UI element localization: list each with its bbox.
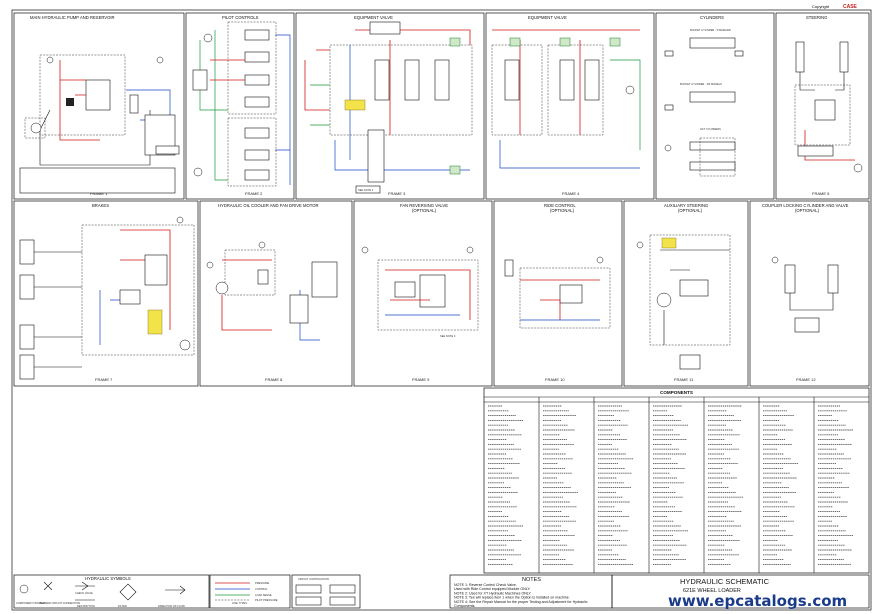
frame-8-oil-cooler: HYDRAULIC OIL COOLER AND FAN DRIVE MOTOR…: [199, 200, 353, 387]
svg-text:SEE NOTE 3: SEE NOTE 3: [440, 334, 456, 338]
svg-text:CIRCUIT CONTINUATION: CIRCUIT CONTINUATION: [298, 577, 329, 581]
svg-text:FRAME 2: FRAME 2: [245, 191, 263, 196]
svg-text:MAIN HYDRAULIC PUMP AND RESERV: MAIN HYDRAULIC PUMP AND RESERVOIR: [30, 15, 115, 20]
svg-text:COMPONENTS: COMPONENTS: [660, 390, 693, 395]
svg-text:(OPTIONAL): (OPTIONAL): [795, 208, 820, 213]
svg-text:RIDE CONTROL: RIDE CONTROL: [544, 203, 576, 208]
svg-text:FRAME 3: FRAME 3: [388, 191, 406, 196]
note-line: NOTE 3: Tee will replace item 1 when the…: [454, 596, 570, 600]
frame-2-pilot-controls: PILOT CONTROLS FRAME 2: [185, 12, 295, 200]
svg-text:FRAME 10: FRAME 10: [545, 377, 565, 382]
svg-text:AUXILIARY STEERING: AUXILIARY STEERING: [664, 203, 708, 208]
hydraulic-symbols-legend: HYDRAULIC SYMBOLS COMPONENT NUMBER SHARE…: [13, 574, 210, 609]
svg-text:FRAME 9: FRAME 9: [412, 377, 430, 382]
svg-text:HYDRAULIC OIL COOLER AND FAN D: HYDRAULIC OIL COOLER AND FAN DRIVE MOTOR: [218, 203, 319, 208]
svg-text:HYDRAULIC SYMBOLS: HYDRAULIC SYMBOLS: [85, 576, 131, 581]
frame-cylinders: CYLINDERS BUCKET CYLINDER - STANDARD BUC…: [655, 12, 775, 200]
note-line: Components.: [454, 604, 475, 608]
frame-6-7-brakes: BRAKES FRAME 7: [13, 200, 199, 387]
svg-text:CYLINDERS: CYLINDERS: [700, 15, 724, 20]
svg-text:(OPTIONAL): (OPTIONAL): [412, 208, 437, 213]
frame-1-main-pump: MAIN HYDRAULIC PUMP AND RESERVOIR FRAME …: [13, 12, 185, 200]
note-line: NOTE 4: See the Repair Manual for the pr…: [454, 600, 588, 604]
svg-text:NOTES: NOTES: [522, 577, 541, 583]
svg-text:FRAME 8: FRAME 8: [265, 377, 283, 382]
svg-text:BUCKET CYLINDER - XR MODELS: BUCKET CYLINDER - XR MODELS: [680, 82, 722, 86]
case-logo: CASE: [843, 4, 858, 10]
frame-11-aux-steering: AUXILIARY STEERING (OPTIONAL) FRAME 11: [623, 200, 749, 387]
notes-block: NOTES NOTE 1: Reverse Control Check Valv…: [449, 574, 613, 609]
copyright-label: Copyright: [812, 4, 830, 9]
components-table: COMPONENTS: [483, 387, 870, 574]
svg-text:STEERING: STEERING: [806, 15, 827, 20]
svg-text:HYDRAULIC SCHEMATIC: HYDRAULIC SCHEMATIC: [680, 577, 770, 586]
svg-text:LOAD SENSE: LOAD SENSE: [255, 593, 272, 597]
svg-text:PRESSURE: PRESSURE: [255, 581, 270, 585]
svg-text:SEE NOTE 1: SEE NOTE 1: [358, 188, 374, 192]
svg-text:FRAME 5: FRAME 5: [812, 191, 830, 196]
frame-4-equipment-valve: EQUIPMENT VALVE FRAME 4: [485, 12, 655, 200]
svg-text:(OPTIONAL): (OPTIONAL): [678, 208, 703, 213]
svg-text:(OPTIONAL): (OPTIONAL): [550, 208, 575, 213]
note-line: NOTE 2: Used for XT Hydraulic Machines O…: [454, 591, 532, 595]
frame-9-fan-reversing: FAN REVERSING VALVE (OPTIONAL) FRAME 9 S…: [353, 200, 493, 387]
circuit-continuation-legend: CIRCUIT CONTINUATION: [291, 574, 361, 609]
svg-text:FRAME 11: FRAME 11: [674, 377, 694, 382]
svg-text:SHARED CIRCUIT CONNECTION: SHARED CIRCUIT CONNECTION: [40, 601, 80, 605]
svg-text:CONTROL: CONTROL: [255, 587, 268, 591]
svg-text:BRAKES: BRAKES: [92, 203, 109, 208]
frame-5-steering: STEERING FRAME 5: [775, 12, 870, 200]
svg-text:FAN REVERSING VALVE: FAN REVERSING VALVE: [400, 203, 448, 208]
note-line: Used with Ride Control equipped Module O…: [454, 587, 530, 591]
svg-text:LINE TYPES: LINE TYPES: [232, 601, 247, 605]
sheet-border: [11, 9, 872, 611]
line-types-legend: LINE TYPES PRESSURE CONTROL LOAD SENSE P…: [209, 574, 291, 609]
svg-text:EQUIPMENT VALVE: EQUIPMENT VALVE: [354, 15, 393, 20]
svg-text:EQUIPMENT VALVE: EQUIPMENT VALVE: [528, 15, 567, 20]
svg-text:LIFT CYLINDERS: LIFT CYLINDERS: [700, 127, 721, 131]
svg-text:FILTER: FILTER: [118, 604, 127, 608]
svg-text:BUCKET CYLINDER - STANDARD: BUCKET CYLINDER - STANDARD: [690, 28, 731, 32]
svg-text:FRAME 12: FRAME 12: [796, 377, 816, 382]
title-block: HYDRAULIC SCHEMATIC 621E WHEEL LOADER: [611, 574, 870, 609]
svg-text:621E WHEEL LOADER: 621E WHEEL LOADER: [683, 588, 741, 594]
svg-text:PILOT CONTROLS: PILOT CONTROLS: [222, 15, 259, 20]
watermark-text: www.epcatalogs.com: [668, 592, 847, 610]
svg-text:DIRECTION OF FLOW: DIRECTION OF FLOW: [158, 604, 185, 608]
svg-text:RESTRICTION: RESTRICTION: [77, 604, 95, 608]
svg-text:CHECK VALVE: CHECK VALVE: [75, 591, 93, 595]
svg-text:COMPONENT NUMBER: COMPONENT NUMBER: [16, 601, 45, 605]
svg-text:COUPLER LOCKING CYLINDER AND V: COUPLER LOCKING CYLINDER AND VALVE: [762, 203, 849, 208]
frame-10-ride-control: RIDE CONTROL (OPTIONAL) FRAME 10: [493, 200, 623, 387]
frame-3-equipment-valve: EQUIPMENT VALVE FRAME 3 SEE NOTE 1: [295, 12, 485, 200]
note-line: NOTE 1: Reverse Control Check Valve.: [454, 583, 517, 587]
svg-text:FRAME 7: FRAME 7: [95, 377, 113, 382]
svg-text:PILOT PRESSURE: PILOT PRESSURE: [255, 598, 278, 602]
svg-text:FRAME 1: FRAME 1: [90, 191, 108, 196]
svg-text:FRAME 4: FRAME 4: [562, 191, 580, 196]
frame-12-coupler: COUPLER LOCKING CYLINDER AND VALVE (OPTI…: [749, 200, 870, 387]
